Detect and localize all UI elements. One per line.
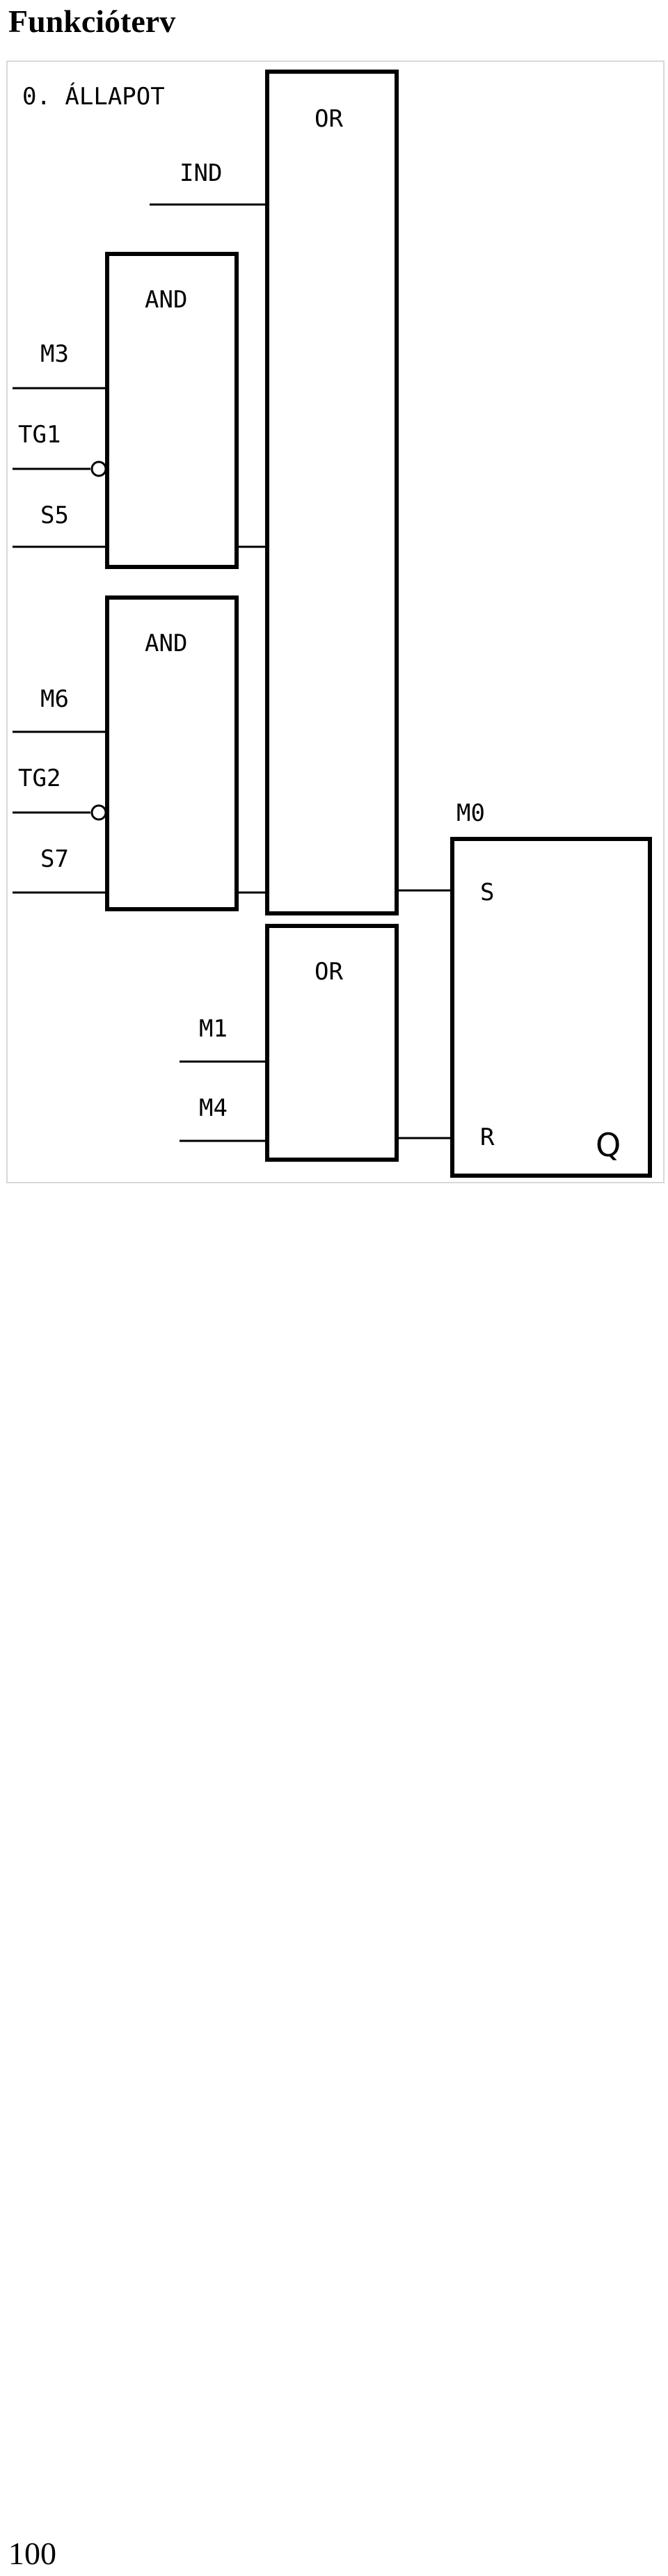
or-gate-top-label: OR [315,105,343,133]
input-label-tg1: TG1 [18,421,61,449]
input-label-m3: M3 [40,340,69,368]
input-label-m6: M6 [40,685,69,713]
negation-circle-tg1 [90,461,107,477]
output-label-q: Q [596,1126,621,1164]
and-gate-2 [105,595,239,911]
and-gate-2-label: AND [145,630,187,657]
negation-circle-tg2 [90,804,107,821]
sr-flipflop [450,837,652,1178]
reset-input-label: R [480,1123,495,1151]
input-label-m4: M4 [199,1094,228,1122]
input-label-m1: M1 [199,1015,228,1043]
state-label: 0. ÁLLAPOT [22,82,165,111]
input-label-s5: S5 [40,502,69,529]
and-gate-1-label: AND [145,286,187,314]
or-gate-top [265,70,399,915]
function-block-diagram: 0. ÁLLAPOT OR IND AND M3 TG1 S5 AND M6 T… [6,61,665,1183]
or-gate-bottom-label: OR [315,958,343,986]
and-gate-1 [105,252,239,569]
input-label-s7: S7 [40,845,69,873]
set-input-label: S [480,879,494,906]
page-title: Funkcióterv [8,3,176,39]
input-label-tg2: TG2 [18,765,61,792]
page-number: 100 [8,2536,56,2571]
diagram-frame [6,61,665,1183]
input-label-ind: IND [180,159,222,187]
flipflop-name: M0 [456,799,485,827]
or-gate-bottom [265,924,399,1162]
